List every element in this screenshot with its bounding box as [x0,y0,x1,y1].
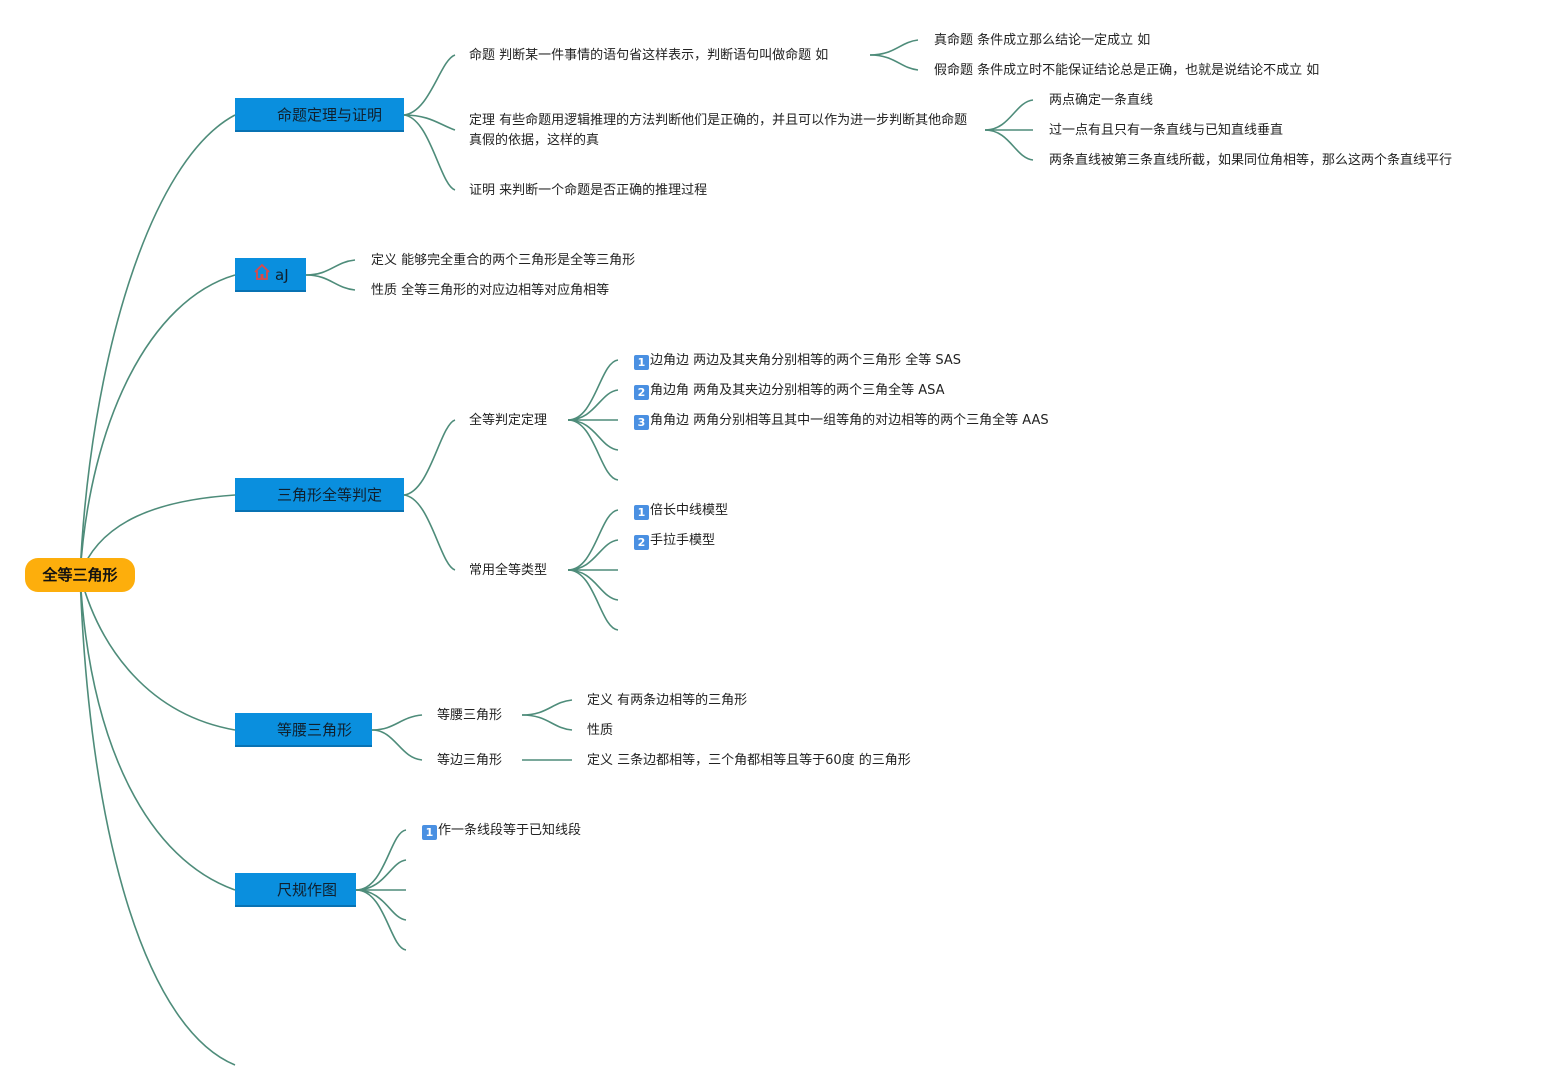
branch-propositions-theorems[interactable]: 命题定理与证明 [235,98,404,132]
keycap-number-icon: 2 [634,385,649,400]
node-equilateral-definition[interactable]: 定义 三条边都相等，三个角都相等且等于60度 的三角形 [587,753,911,768]
node-theorem-item[interactable]: 两点确定一条直线 [1049,93,1154,108]
node-proposition[interactable]: 命题 判断某一件事情的语句省这样表示，判断语句叫做命题 如 [469,48,829,63]
node-theorem-item[interactable]: 过一点有且只有一条直线与已知直线垂直 [1049,123,1284,138]
keycap-number-icon: 1 [422,825,437,840]
node-equilateral[interactable]: 等边三角形 [437,753,503,768]
node-common-types[interactable]: 常用全等类型 [469,563,548,578]
node-isosceles-definition[interactable]: 定义 有两条边相等的三角形 [587,693,748,708]
node-theorem[interactable]: 定理 有些命题用逻辑推理的方法判断他们是正确的，并且可以作为进一步判断其他命题真… [469,113,968,148]
node-proof[interactable]: 证明 来判断一个命题是否正确的推理过程 [469,183,708,198]
keycap-number-icon: 1 [634,505,649,520]
keycap-number-icon: 2 [634,535,649,550]
home-icon [253,259,271,293]
node-true-proposition[interactable]: 真命题 条件成立那么结论一定成立 如 [934,33,1151,48]
node-isosceles[interactable]: 等腰三角形 [437,708,503,723]
node-property[interactable]: 性质 全等三角形的对应边相等对应角相等 [371,283,610,298]
node-theorem-item[interactable]: 两条直线被第三条直线所截，如果同位角相等，那么这两个条直线平行 [1049,153,1453,168]
keycap-number-icon: 3 [634,415,649,430]
node-definition[interactable]: 定义 能够完全重合的两个三角形是全等三角形 [371,253,636,268]
branch-isosceles-triangle[interactable]: 等腰三角形 [235,713,372,747]
branch-aj[interactable]: aJ [235,258,306,292]
node-isosceles-property[interactable]: 性质 [587,723,614,738]
root-topic[interactable]: 全等三角形 [25,558,135,592]
branch-aj-label: aJ [275,266,289,284]
branch-ruler-compass[interactable]: 尺规作图 [235,873,356,907]
branch-congruence-criteria[interactable]: 三角形全等判定 [235,478,404,512]
node-criteria-theorems[interactable]: 全等判定定理 [469,413,548,428]
keycap-number-icon: 1 [634,355,649,370]
node-false-proposition[interactable]: 假命题 条件成立时不能保证结论总是正确，也就是说结论不成立 如 [934,63,1320,78]
